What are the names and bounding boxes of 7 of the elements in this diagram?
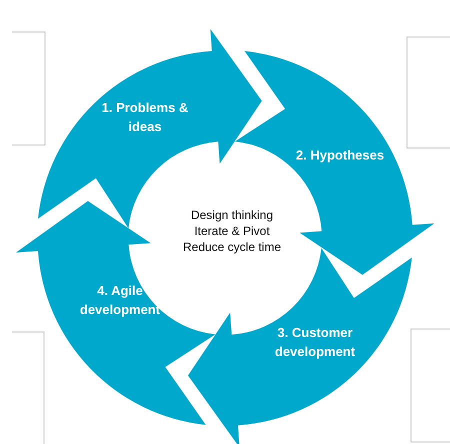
segment-label: 2. Hypotheses [294, 146, 386, 164]
center-text: Reduce cycle time [182, 240, 282, 255]
segment-label: 1. Problems & ideas [100, 98, 190, 136]
segment-label: 3. Customer development [274, 324, 356, 361]
center-text: Design thinking [190, 208, 274, 223]
segment-label: 4. Agile development [78, 282, 162, 319]
center-text: Iterate & Pivot [194, 224, 270, 239]
